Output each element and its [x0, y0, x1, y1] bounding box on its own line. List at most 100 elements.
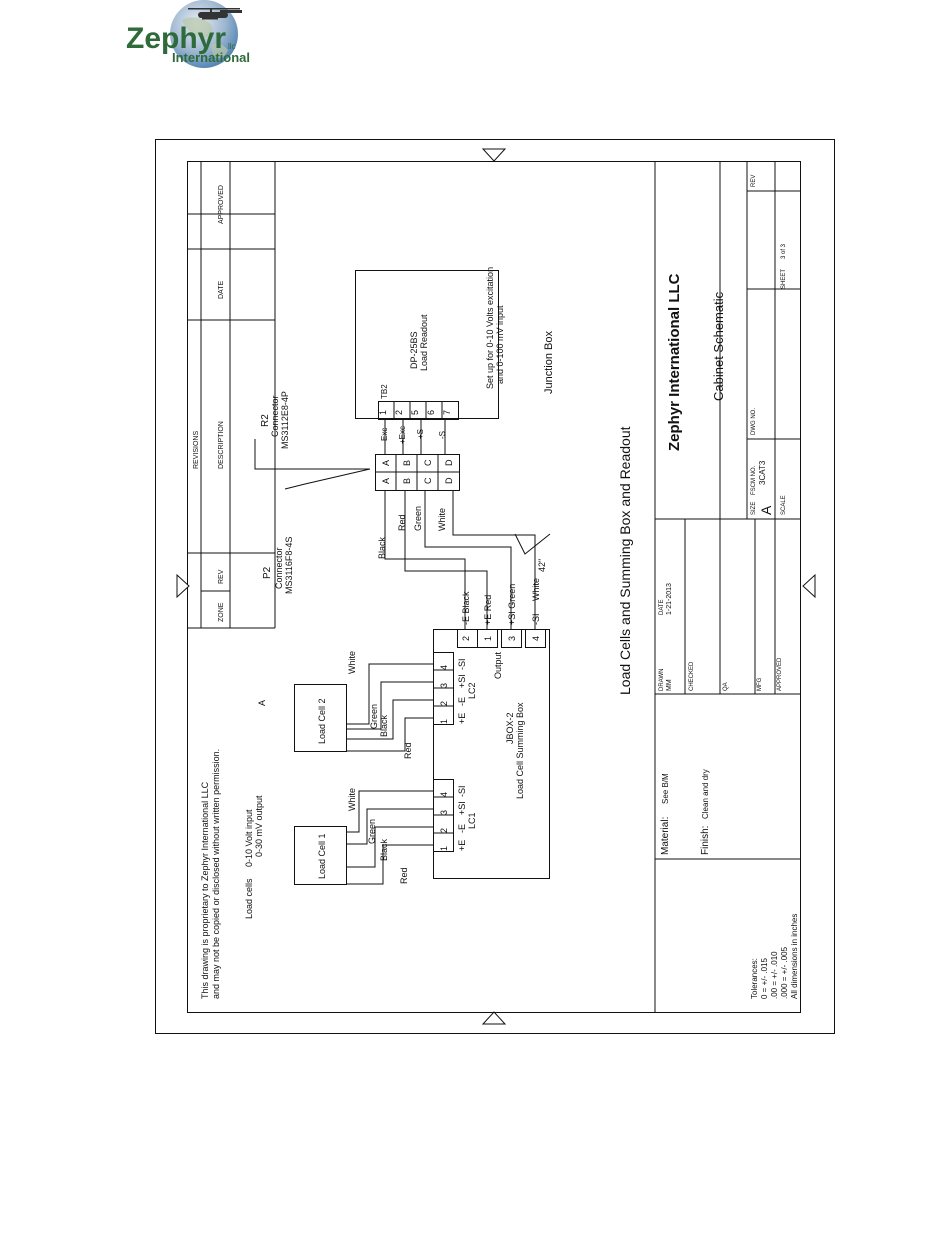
lc2-label: LC2	[467, 682, 477, 699]
p2-title: Connector	[274, 547, 284, 589]
approved-label: APPROVED	[777, 657, 783, 691]
wiring	[254, 419, 551, 885]
rev-col-description: DESCRIPTION	[218, 421, 225, 469]
r2-pin-d: D	[444, 477, 454, 484]
tb2-pin-2: 2	[394, 410, 404, 415]
r2-label: R2	[260, 414, 271, 427]
logo-zephyr-text: Zephyr	[126, 22, 227, 55]
load-cell-1-box	[294, 826, 347, 885]
rev-col-approved: APPROVED	[218, 185, 225, 224]
tb2-signal-ms: -S	[438, 431, 447, 439]
rev-col-date: DATE	[218, 281, 225, 299]
lc1-signal-msi: -SI	[457, 785, 467, 797]
qa-label: QA	[723, 682, 729, 691]
p2-pin-c: C	[423, 459, 433, 466]
p2-part: MS3116F8-4S	[284, 537, 294, 594]
output-signal-me-black: -E Black	[461, 591, 471, 625]
summing-terminals	[433, 629, 546, 852]
rev-col-zone: ZONE	[218, 602, 225, 622]
rev-label: REV	[751, 175, 757, 187]
r2-pin-a: A	[381, 478, 391, 484]
zone-marker-top	[481, 148, 507, 162]
output-pin-3: 3	[507, 636, 517, 641]
schematic-drawing: REVISIONS ZONE REV DESCRIPTION DATE APPR…	[155, 139, 835, 1034]
zone-marker-right	[802, 573, 816, 599]
readout-name: Load Readout	[419, 314, 429, 371]
load-cell-2-label: Load Cell 2	[317, 698, 327, 744]
drawn-label: DRAWN	[659, 669, 665, 691]
lc2-wire-white: White	[347, 651, 357, 674]
output-label: Output	[493, 651, 503, 679]
readout-setup-1: Set up for 0-10 Volts excitation	[485, 267, 495, 389]
cable-white: White	[437, 508, 447, 531]
lc1-wire-red: Red	[399, 867, 409, 884]
logo-llc-text: llc	[228, 42, 236, 51]
fscm-value: 3CAT3	[758, 460, 767, 485]
summing-box-model: JBOX-2	[505, 712, 515, 744]
cable-length: 42"	[537, 559, 547, 572]
outer-frame	[155, 139, 835, 1034]
lc1-pin-2: 2	[439, 828, 449, 833]
lc2-pin-1: 1	[439, 719, 449, 724]
r2-pin-b: B	[402, 478, 412, 484]
lc2-signal-pe: +E	[457, 713, 467, 724]
readout-model: DP-25BS	[409, 331, 419, 369]
material-value: See B/M	[661, 773, 670, 804]
r2-pin-c: C	[423, 477, 433, 484]
lc1-wire-black: Black	[379, 838, 389, 861]
sheet-label: SHEET	[781, 269, 787, 289]
tolerance-3: .000 = +/- .005	[780, 946, 789, 999]
finish-value: Clean and dry	[701, 769, 710, 819]
lc1-pin-4: 4	[439, 792, 449, 797]
output-pin-2: 2	[461, 636, 471, 641]
date-value: 1-21-2013	[666, 583, 673, 615]
title-block	[654, 161, 801, 1012]
output-signal-pe-red: +E Red	[483, 595, 493, 625]
zone-marker-bottom	[481, 1011, 507, 1025]
sheet-value: 3 of 3	[781, 243, 787, 259]
revision-labels: REVISIONS ZONE REV DESCRIPTION DATE APPR…	[193, 185, 225, 622]
readout-box	[355, 270, 499, 419]
revisions-heading: REVISIONS	[193, 431, 200, 469]
lc1-pin-1: 1	[439, 846, 449, 851]
output-signal-white: White	[531, 578, 541, 601]
tb2-signal-pexc: +Exc	[398, 426, 407, 444]
lc2-pin-4: 4	[439, 665, 449, 670]
tolerances-label: Tolerances:	[750, 958, 759, 999]
load-cell-1-label: Load Cell 1	[317, 833, 327, 879]
lc2-signal-msi: -SI	[457, 658, 467, 670]
p2-pin-d: D	[444, 459, 454, 466]
tb2-label: TB2	[380, 384, 389, 399]
schematic-sheet: REVISIONS ZONE REV DESCRIPTION DATE APPR…	[155, 139, 835, 1034]
r2-part: MS3112E8-4P	[280, 391, 290, 449]
cable-black: Black	[377, 536, 387, 559]
checked-label: CHECKED	[689, 661, 695, 691]
lc2-pin-3: 3	[439, 683, 449, 688]
cable-green: Green	[413, 506, 423, 531]
dwg-label: DWG NO.	[751, 408, 757, 435]
notes: This drawing is proprietary to Zephyr In…	[200, 700, 267, 999]
output-signal-msi: -SI	[531, 613, 541, 625]
lc1-pin-3: 3	[439, 810, 449, 815]
logo-international-text: International	[172, 50, 251, 65]
r2-title: Connector	[270, 395, 280, 437]
company-logo: Zephyr llc International	[124, 0, 251, 72]
load-cells-spec-1: 0-10 Volt input	[244, 809, 254, 867]
scale-label: SCALE	[781, 495, 787, 515]
proprietary-note-2: and may not be copied or disclosed witho…	[211, 749, 221, 999]
mfg-label: MFG	[757, 677, 763, 691]
load-cells-spec-2: 0-30 mV output	[254, 795, 264, 857]
zone-marker-a: A	[257, 700, 267, 706]
lc2-wire-black: Black	[379, 714, 389, 737]
lc1-signal-psi: +SI	[457, 801, 467, 815]
readout-setup-2: and 0-100 mV input	[495, 305, 505, 384]
finish-label: Finish:	[700, 826, 711, 855]
rev-col-rev: REV	[218, 569, 225, 584]
fscm-label: FSCM NO.	[751, 465, 757, 495]
lc1-wire-green: Green	[367, 819, 377, 844]
drawing-title: Load Cells and Summing Box and Readout	[617, 426, 633, 695]
p2-pin-a: A	[381, 460, 391, 466]
date-label: DATE	[659, 599, 665, 615]
lc1-signal-me: -E	[457, 824, 467, 833]
lc2-wire-green: Green	[369, 704, 379, 729]
